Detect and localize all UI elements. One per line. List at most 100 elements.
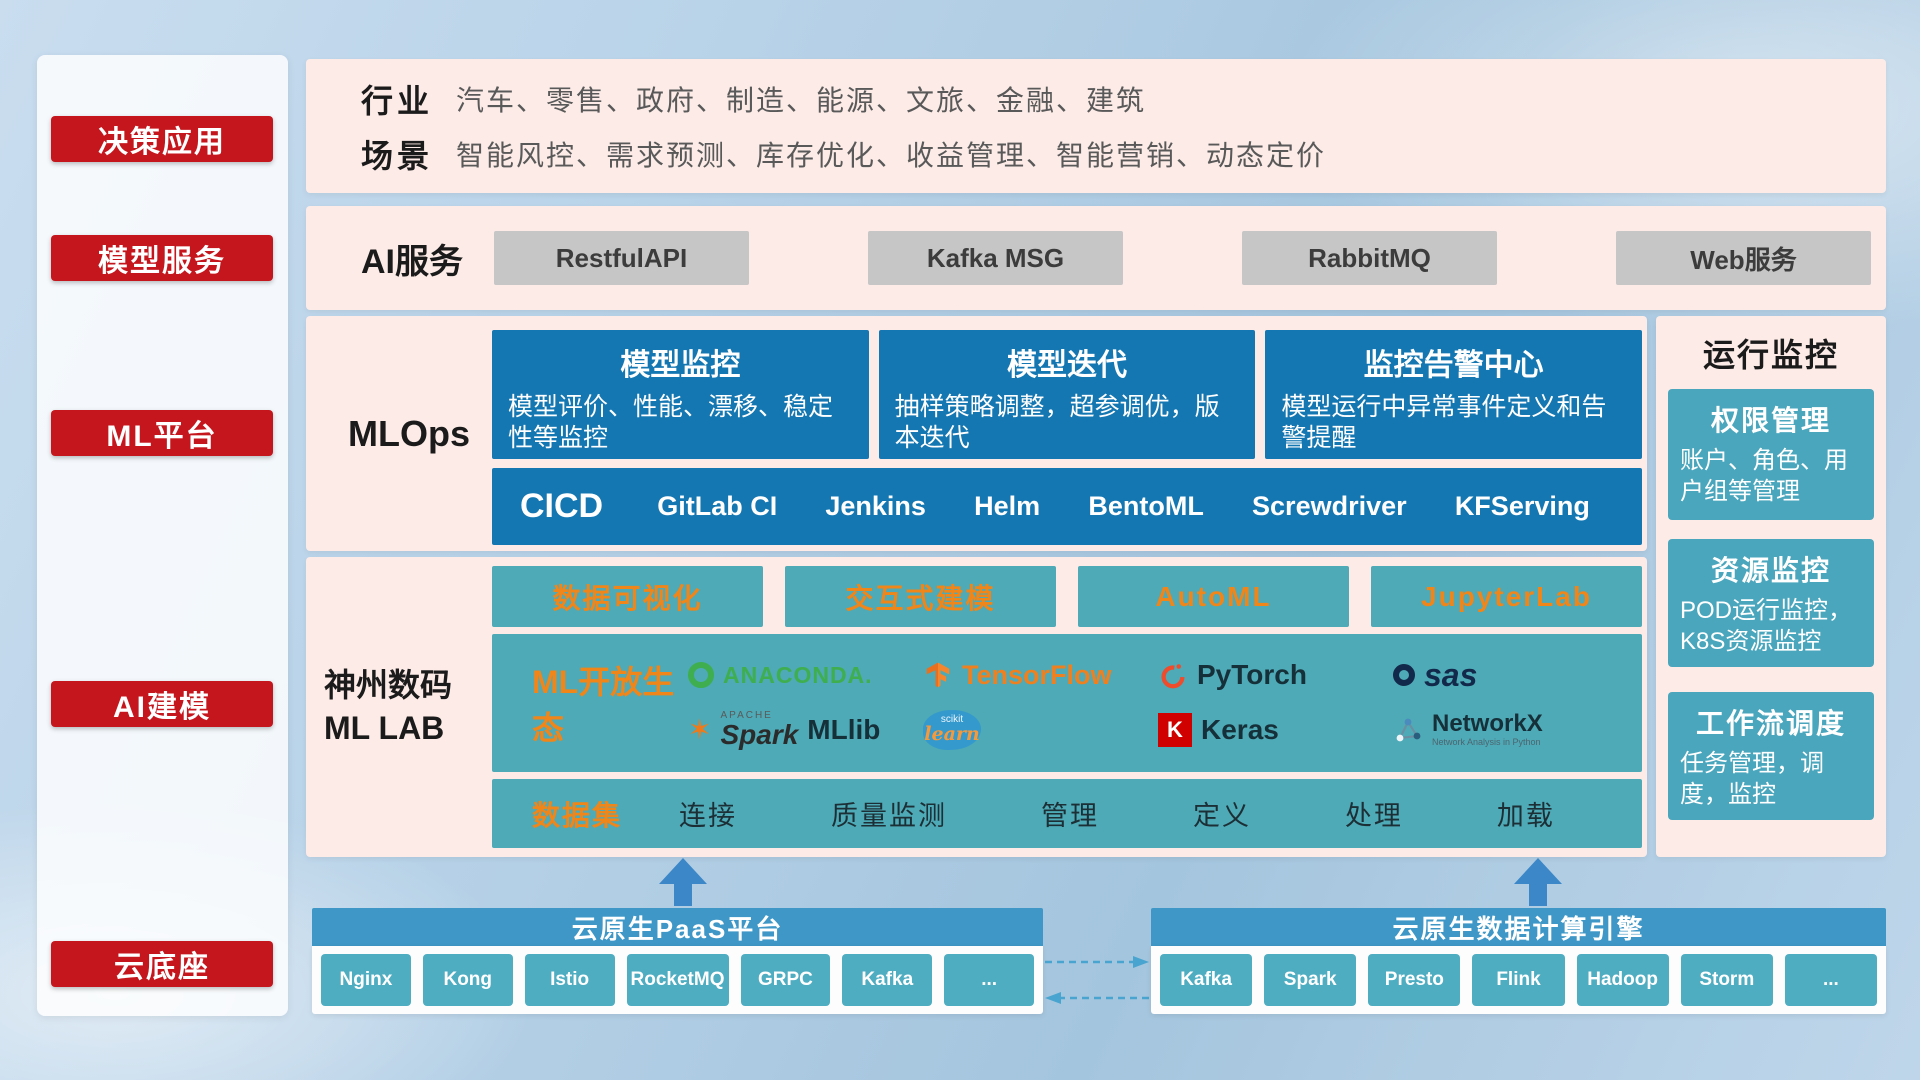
dataset-process: 处理 [1344,801,1403,831]
scikit-learn-icon: scikit learn [923,709,981,750]
engine-up-arrow [1514,858,1562,906]
mllab-feature-row: 数据可视化 交互式建模 AutoML JupyterLab [492,566,1642,627]
card-title: 监控告警中心 [1363,349,1544,382]
sas-icon [1393,664,1415,686]
ai-service-buttons: RestfulAPI Kafka MSG RabbitMQ Web服务 [494,231,1886,285]
cicd-tools: GitLab CI Jenkins Helm BentoML Screwdriv… [633,491,1614,522]
card-title: 权限管理 [1710,405,1831,436]
keras-text: Keras [1201,713,1279,745]
mlops-band: MLOps 模型监控 模型评价、性能、漂移、稳定性等监控 模型迭代 抽样策略调整… [306,316,1647,551]
service-restful-api: RestfulAPI [494,231,749,285]
runtime-monitor-title: 运行监控 [1702,337,1839,373]
data-engine-header: 云原生数据计算引擎 [1151,908,1886,946]
industry-label: 行业 [361,82,434,119]
networkx-text-stack: NetworkX Network Analysis in Python [1432,710,1543,747]
networkx-text: NetworkX [1432,710,1543,738]
mlops-cards: 模型监控 模型评价、性能、漂移、稳定性等监控 模型迭代 抽样策略调整，超参调优，… [492,330,1643,459]
chip-grpc: GRPC [740,954,831,1006]
tensorflow-icon [926,662,950,688]
card-workflow-scheduling: 工作流调度 任务管理，调度，监控 [1668,692,1874,820]
service-web: Web服务 [1616,231,1871,285]
arrow-stem [674,884,692,906]
card-desc: 模型评价、性能、漂移、稳定性等监控 [508,393,834,453]
feature-automl: AutoML [1078,566,1349,627]
pytorch-logo: PyTorch [1158,659,1307,691]
tool-gitlab-ci: GitLab CI [657,491,778,521]
card-resource-monitoring: 资源监控 POD运行监控，K8S资源监控 [1668,539,1874,667]
tool-helm: Helm [974,491,1041,521]
card-desc: 模型运行中异常事件定义和告警提醒 [1281,393,1607,453]
scenario-row: 场景 智能风控、需求预测、库存优化、收益管理、智能营销、动态定价 [306,131,1886,177]
dataset-load: 加载 [1496,801,1555,831]
sidebar-item-ai-modeling: AI建模 [51,681,273,727]
paas-up-arrow [659,858,707,906]
card-model-monitoring: 模型监控 模型评价、性能、漂移、稳定性等监控 [492,330,869,459]
mllab-label-line1: 神州数码 [324,666,453,703]
dataset-label: 数据集 [532,799,623,831]
keras-logo: K Keras [1158,712,1279,747]
ecosystem-logos: ANACONDA. TensorFlow PyTorch [688,657,1642,750]
feature-jupyterlab: JupyterLab [1371,566,1642,627]
networkx-subtitle: Network Analysis in Python [1432,736,1541,747]
card-desc: POD运行监控，K8S资源监控 [1680,597,1853,656]
chip-hadoop: Hadoop [1576,954,1669,1006]
dataset-define: 定义 [1192,801,1251,831]
paas-header: 云原生PaaS平台 [312,908,1043,946]
runtime-monitor-panel: 运行监控 权限管理 账户、角色、用户组等管理 资源监控 POD运行监控，K8S资… [1656,316,1886,857]
chip-presto: Presto [1368,954,1461,1006]
dataset-quality-monitor: 质量监测 [830,801,947,831]
tensorflow-logo: TensorFlow [923,660,1112,691]
cicd-label: CICD [520,487,604,525]
industry-scenario-band: 行业 汽车、零售、政府、制造、能源、文旅、金融、建筑 场景 智能风控、需求预测、… [306,59,1886,193]
ai-service-label: AI服务 [361,242,463,281]
card-desc: 账户、角色、用户组等管理 [1680,447,1848,506]
ecosystem-label: ML开放生态 [532,664,675,746]
anaconda-logo: ANACONDA. [688,662,873,689]
dataset-manage: 管理 [1040,801,1099,831]
feature-interactive-modeling: 交互式建模 [785,566,1056,627]
scenario-label: 场景 [361,137,434,174]
chip-kong: Kong [422,954,513,1006]
dataset-items: 连接 质量监测 管理 定义 处理 加载 [632,794,1602,833]
mllab-band: 神州数码 ML LAB 数据可视化 交互式建模 AutoML JupyterLa… [306,557,1647,857]
sas-text: sas [1424,656,1478,693]
dataset-connect: 连接 [679,801,737,831]
card-title: 模型迭代 [1007,349,1127,382]
sidebar-item-model-service: 模型服务 [51,235,273,281]
card-desc: 任务管理，调度，监控 [1680,750,1824,809]
chip-flink: Flink [1472,954,1565,1006]
card-title: 模型监控 [620,349,741,382]
tensorflow-text: TensorFlow [962,659,1112,690]
chip-spark: Spark [1264,954,1357,1006]
ai-service-band: AI服务 RestfulAPI Kafka MSG RabbitMQ Web服务 [306,206,1886,310]
anaconda-icon [688,662,714,688]
sas-logo: sas [1393,657,1477,694]
service-kafka-msg: Kafka MSG [868,231,1123,285]
spark-icon: ✶ [688,714,712,745]
mllib-text: MLlib [807,713,881,745]
arrow-head [1514,858,1562,884]
networkx-icon [1396,718,1421,741]
dashed-arrow-right-head [1133,956,1149,968]
data-engine-body: Kafka Spark Presto Flink Hadoop Storm ..… [1151,946,1886,1014]
card-model-iteration: 模型迭代 抽样策略调整，超参调优，版本迭代 [878,330,1256,459]
card-desc: 抽样策略调整，超参调优，版本迭代 [894,393,1220,453]
spark-mllib-logo: ✶ APACHE Spark MLlib [688,709,881,749]
ml-ecosystem-box: ML开放生态 ANACONDA. TensorFlow [492,634,1642,772]
spark-prefix: APACHE [720,709,773,721]
scikit-main-text: learn [924,723,980,745]
tool-jenkins: Jenkins [825,491,926,521]
anaconda-text: ANACONDA. [723,661,873,688]
arrow-stem [1529,884,1547,906]
sidebar-item-decision-app: 决策应用 [51,116,273,162]
mllab-label-line2: ML LAB [324,710,445,746]
exchange-arrows [1045,956,1149,1004]
chip-rocketmq: RocketMQ [626,954,729,1006]
sidebar-item-cloud-base: 云底座 [51,941,273,987]
paas-body: Nginx Kong Istio RocketMQ GRPC Kafka ... [312,946,1043,1014]
pytorch-text: PyTorch [1197,659,1307,690]
chip-more: ... [944,954,1035,1006]
pytorch-icon [1161,664,1185,689]
chip-more-engine: ... [1784,954,1877,1006]
